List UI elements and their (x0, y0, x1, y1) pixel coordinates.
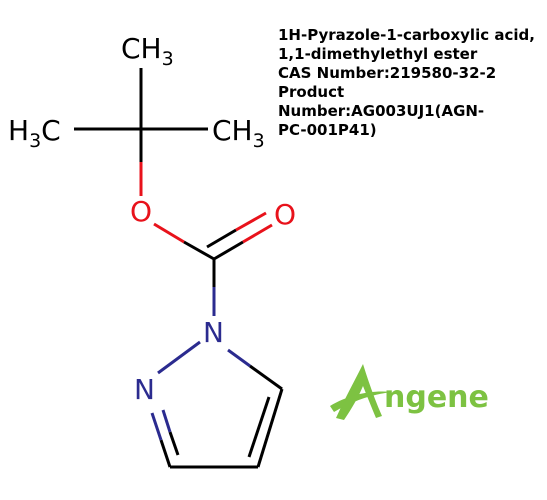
bond-c5-c4-double-inner (247, 396, 271, 458)
atom-ring-n2: N (134, 373, 155, 406)
logo-a-swoosh (330, 391, 392, 412)
atom-ester-oxygen: O (130, 195, 152, 228)
bond-n1-c5-blue (227, 348, 251, 368)
bond-c3-n2-double-black (159, 439, 172, 468)
logo-wordmark: ngene (384, 380, 489, 415)
bond-carbonyl-double-a-red (242, 223, 273, 244)
bond-n2-n1 (157, 340, 201, 375)
bond-c3-n2-double-blue (150, 412, 163, 441)
angene-logo: ngene (330, 364, 489, 420)
bond-ester-oxygen-carbonyl-black (183, 240, 215, 261)
product-label-line: Product (278, 83, 345, 101)
product-number-line-1: Number:AG003UJ1(AGN- (278, 102, 485, 120)
atom-carbonyl-oxygen: O (274, 198, 296, 231)
bond-ester-oxygen-carbonyl-red (153, 222, 185, 244)
bond-c3-n2-inner-black (168, 431, 180, 456)
bond-c5-c4-double-outer (256, 388, 284, 468)
bond-carbonyl-double-b-black (206, 228, 237, 249)
compound-info-text: 1H-Pyrazole-1-carboxylic acid, 1,1-dimet… (278, 26, 543, 140)
bond-c3-n2-inner-blue (161, 409, 172, 433)
compound-name-line-2: 1,1-dimethylethyl ester (278, 45, 478, 63)
atom-methyl-left: H3C (8, 114, 61, 152)
logo-a-mark (336, 364, 382, 420)
atom-methyl-right: CH3 (212, 114, 265, 152)
bond-carbonyl-double-b-red (235, 211, 267, 232)
atom-methyl-top: CH3 (121, 32, 174, 70)
cas-number-line: CAS Number:219580-32-2 (278, 64, 497, 82)
product-number-line-2: PC-001P41) (278, 121, 377, 139)
bond-n1-c5-black (249, 364, 283, 391)
bond-carbonyl-double-a-black (213, 240, 244, 261)
atom-ring-n1: N (203, 316, 224, 349)
compound-name-line-1: 1H-Pyrazole-1-carboxylic acid, (278, 26, 535, 44)
